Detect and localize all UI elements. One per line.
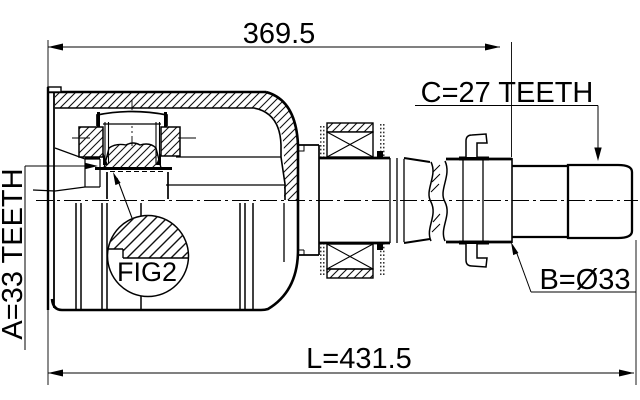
dimension-length: L=431.5 [48, 343, 634, 377]
center-support-bearing [297, 122, 390, 279]
tripod-roller-right [160, 126, 181, 157]
dimension-369-5: 369.5 [48, 18, 500, 51]
shaft-end-block [106, 172, 169, 199]
bearing-seal-top [377, 151, 383, 159]
bearing-outer-race-bottom [326, 268, 374, 279]
arrowhead-right [619, 369, 634, 377]
label-c-arrowhead [594, 147, 602, 161]
label-b-diameter-33: B=Ø33 [511, 242, 636, 296]
cv-joint-housing [32, 86, 300, 312]
label-c-text: C=27 TEETH [421, 77, 594, 109]
intermediate-shaft [389, 133, 634, 268]
tripod-roller-left [78, 126, 104, 158]
roller-cage-lines [104, 122, 161, 164]
tripod-assembly [72, 100, 196, 199]
bearing-dust-shields [320, 124, 385, 277]
arrowhead-left [48, 43, 63, 51]
label-a-arrowhead [85, 162, 98, 170]
label-b-text: B=Ø33 [539, 264, 630, 296]
clamp-hook-bottom [465, 244, 488, 268]
label-b-leader [515, 250, 532, 293]
cavity-bore-lines [85, 156, 285, 186]
dim-length-text: L=431.5 [306, 343, 412, 375]
housing-section-hatch [48, 92, 298, 200]
label-a-33-teeth: A=33 TEETH [0, 162, 98, 350]
fig2-label: FIG2 [117, 257, 177, 287]
fig2-detail: FIG2 [106, 172, 190, 298]
housing-inner-wall [55, 107, 286, 200]
label-b-arrowhead [511, 242, 519, 256]
boot-clamp-lip [47, 86, 62, 93]
spider-section [103, 142, 162, 169]
fig2-detail-hatch [107, 215, 189, 258]
bearing-seal-bottom [377, 242, 383, 250]
fig2-leader-line [116, 177, 133, 219]
bearing-outer-race-top [326, 122, 374, 133]
fig2-leader-arrowhead [113, 172, 121, 186]
shaft-break-symbol [428, 160, 448, 242]
dim-369-5-text: 369.5 [243, 18, 316, 50]
housing-outer-profile [50, 90, 300, 312]
clamp-hook-top [465, 133, 488, 157]
label-a-text: A=33 TEETH [0, 168, 29, 339]
label-c-27-teeth: C=27 TEETH [415, 77, 602, 161]
spline-stub-end [566, 163, 634, 240]
arrowhead-left [48, 369, 63, 377]
damper-clamp [459, 133, 489, 268]
arrowhead-right [485, 43, 500, 51]
